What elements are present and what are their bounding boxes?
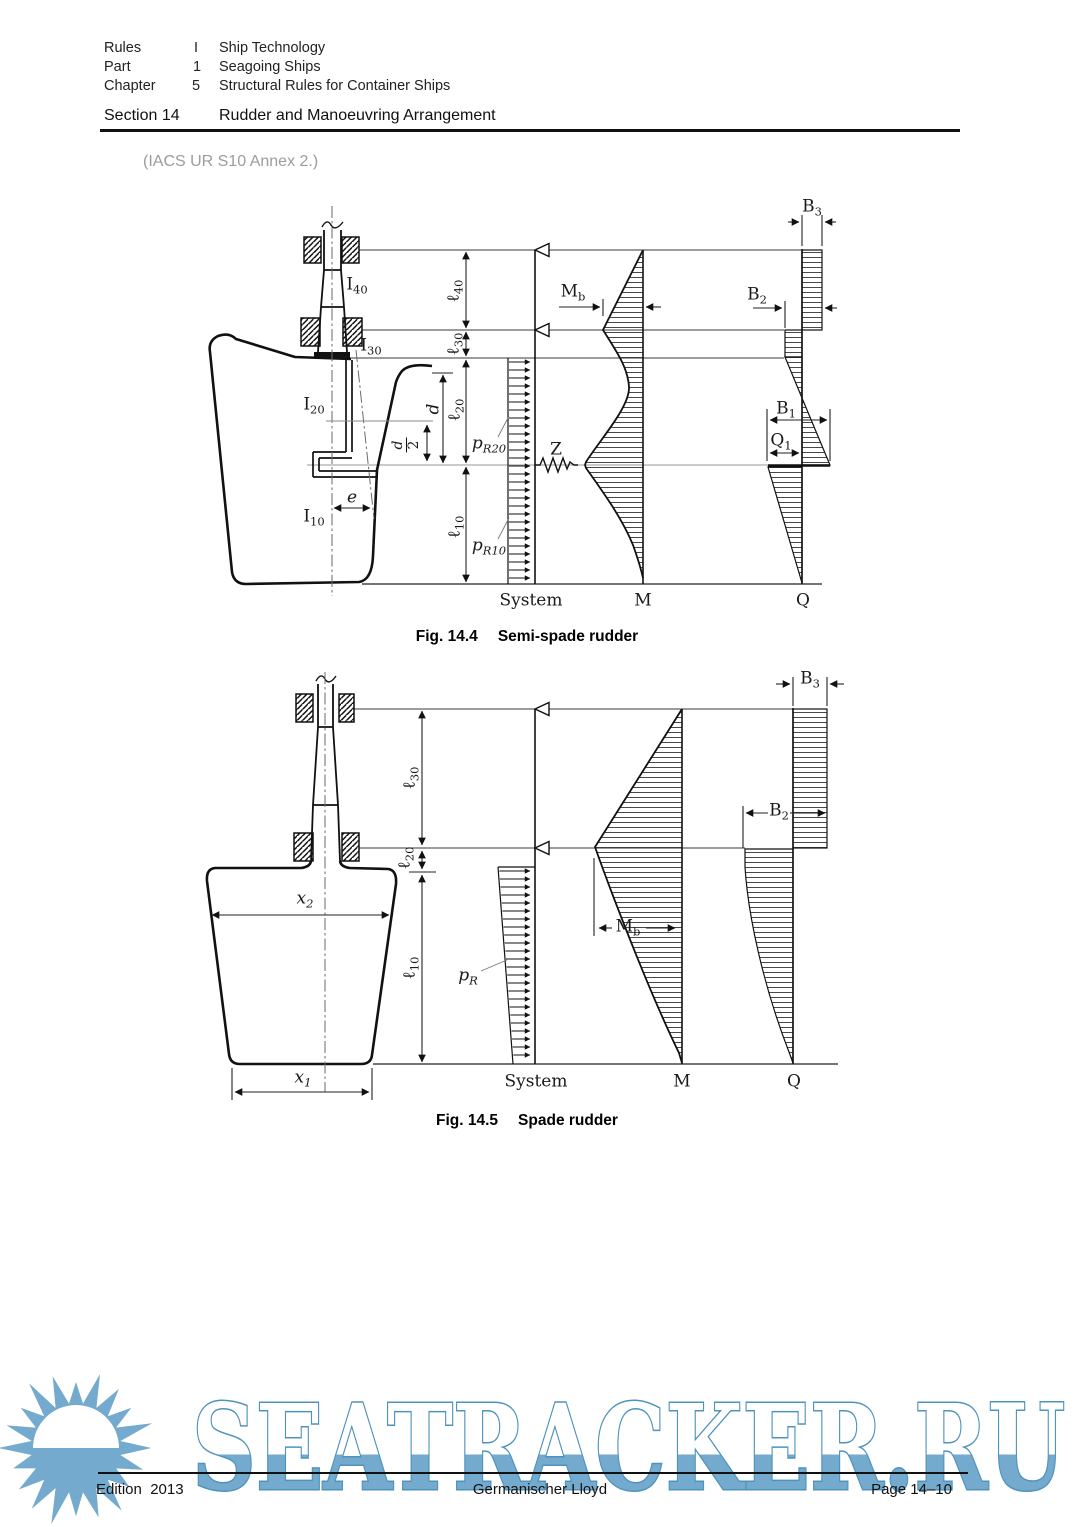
spring-symbol xyxy=(535,455,578,475)
label-I20: I20 xyxy=(303,394,325,417)
label-Q1: Q1 xyxy=(770,430,792,453)
header-row-num: 5 xyxy=(192,78,201,94)
label-I40: I40 xyxy=(346,274,368,297)
label-Mb: Mb xyxy=(560,281,586,304)
label-Q-axis: Q xyxy=(787,1071,801,1092)
rudder-horn-slot xyxy=(312,360,378,478)
label-M-axis: M xyxy=(673,1071,691,1092)
label-M-axis: M xyxy=(634,590,652,611)
page-title: Rudder and Manoeuvring Arrangement xyxy=(219,107,496,124)
support-triangle xyxy=(533,322,550,338)
seatracker-watermark: SEATRACKER.RU xyxy=(0,1374,1067,1525)
shear-diagram-areas xyxy=(767,249,831,584)
rudder-blade-outline xyxy=(208,333,433,586)
label-I30: I30 xyxy=(360,335,382,358)
bearing-blocks xyxy=(293,693,360,862)
label-l10: ℓ10 xyxy=(444,515,467,539)
support-triangle xyxy=(533,701,550,717)
label-pR10: pR10 xyxy=(471,535,507,558)
label-e: e xyxy=(346,487,358,508)
header-row-num: I xyxy=(194,40,199,56)
section-rule xyxy=(100,129,960,132)
label-B3: B3 xyxy=(800,668,820,691)
pintle-axis-centerline xyxy=(355,349,375,520)
footer-rule xyxy=(98,1472,968,1474)
label-Mb: Mb xyxy=(615,916,641,939)
header-row-text: Structural Rules for Container Ships xyxy=(219,78,451,94)
support-triangle xyxy=(533,840,550,856)
header-row-num: 1 xyxy=(193,59,202,75)
label-system: System xyxy=(504,1071,568,1092)
iacs-note: (IACS UR S10 Annex 2.) xyxy=(143,153,319,170)
label-system: System xyxy=(499,590,563,611)
fig-14-5-spade-rudder-diagram xyxy=(205,672,844,1100)
label-x1: x1 xyxy=(294,1067,312,1090)
stock-break-symbol xyxy=(315,675,337,683)
shear-diagram-areas xyxy=(744,708,828,1064)
footer-page-number: Page 14–10 xyxy=(871,1481,952,1498)
label-pR20: pR20 xyxy=(471,433,507,456)
label-B3: B3 xyxy=(802,196,822,219)
label-l30: ℓ30 xyxy=(399,766,422,790)
header-row-text: Seagoing Ships xyxy=(219,59,321,75)
distributed-load-arrows xyxy=(499,868,531,1058)
label-I10: I10 xyxy=(303,506,325,529)
label-l20: ℓ20 xyxy=(394,846,417,870)
label-Z: Z xyxy=(550,439,562,460)
label-pR: pR xyxy=(458,965,478,988)
header-row-text: Ship Technology xyxy=(219,40,326,56)
support-triangle xyxy=(533,242,550,258)
fig-14-4-semi-spade-rudder-diagram xyxy=(208,206,837,596)
sun-logo-icon xyxy=(0,1374,153,1525)
label-Q-axis: Q xyxy=(796,590,810,611)
label-l10: ℓ10 xyxy=(399,956,422,980)
label-B2: B2 xyxy=(769,800,789,823)
distributed-load-arrows xyxy=(509,359,531,581)
header-row-label: Chapter xyxy=(104,78,156,94)
moment-diagram-area xyxy=(585,250,643,578)
label-l20: ℓ20 xyxy=(444,398,467,422)
label-x2: x2 xyxy=(296,888,314,911)
rudder-blade-outline xyxy=(205,860,398,1066)
rudder-stock xyxy=(310,684,341,862)
label-B2: B2 xyxy=(747,284,767,307)
watermark-text: SEATRACKER.RU xyxy=(192,1378,1065,1517)
moment-diagram-area xyxy=(595,709,682,1063)
stock-break-symbol xyxy=(321,221,344,229)
footer-publisher: Germanischer Lloyd xyxy=(472,1481,608,1498)
footer-edition: Edition 2013 xyxy=(96,1481,184,1498)
label-B1: B1 xyxy=(776,398,796,421)
header-row-label: Rules xyxy=(104,40,142,56)
label-l40: ℓ40 xyxy=(443,279,466,303)
section-label: Section 14 xyxy=(104,107,180,124)
moment-curve xyxy=(594,708,683,1064)
header-row-label: Part xyxy=(104,59,131,75)
label-l30: ℓ30 xyxy=(443,332,466,356)
moment-curve xyxy=(584,249,644,579)
label-d: d xyxy=(423,403,444,415)
bearing-blocks xyxy=(300,236,363,347)
